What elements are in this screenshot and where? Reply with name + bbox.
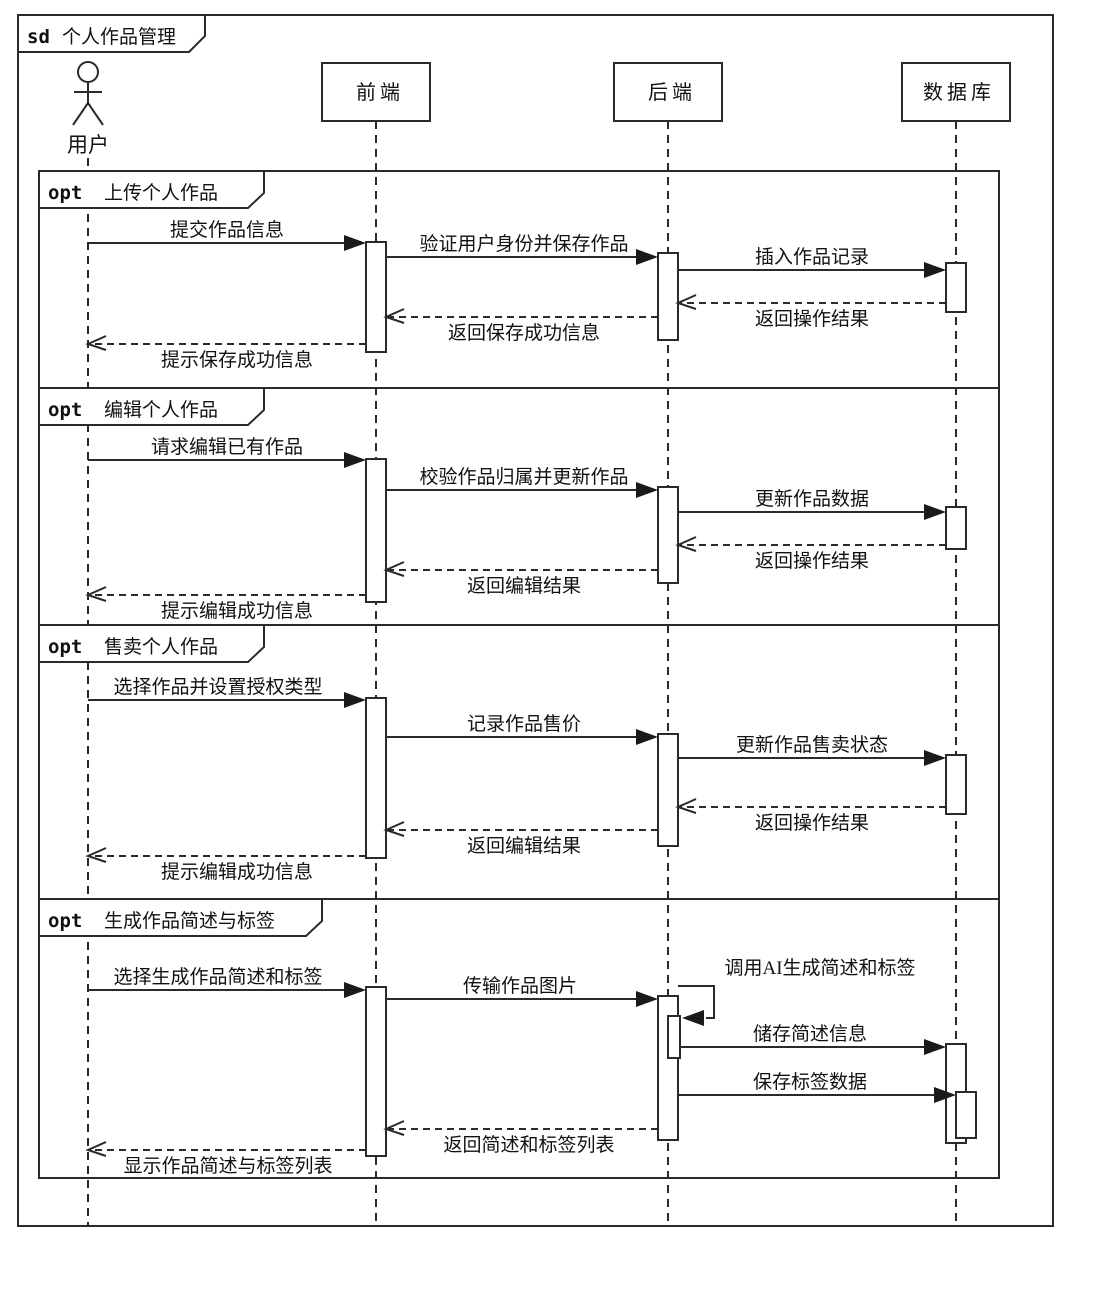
- activation-f3-backend: [657, 733, 679, 847]
- fragment-4-frame: [38, 898, 1000, 1179]
- fragment-1-title: 上传个人作品: [104, 182, 218, 204]
- participant-backend-label: 后端: [648, 81, 696, 104]
- fragment-2-operator: opt: [48, 399, 82, 421]
- open-arrowhead-icon: [675, 536, 697, 552]
- participant-frontend-box: [321, 62, 431, 122]
- open-arrowhead-icon: [85, 1141, 107, 1157]
- message-label: 插入作品记录: [755, 246, 869, 268]
- message-label: 储存简述信息: [753, 1023, 867, 1045]
- arrowhead-icon: [636, 482, 658, 498]
- open-arrowhead-icon: [85, 586, 107, 602]
- message-label: 更新作品售卖状态: [736, 734, 888, 756]
- fragment-3-title: 售卖个人作品: [104, 636, 218, 658]
- participant-database-label: 数据库: [923, 81, 995, 104]
- participant-user-label: 用户: [67, 133, 109, 157]
- arrowhead-icon: [924, 1039, 946, 1055]
- participant-backend-box: [613, 62, 723, 122]
- message-label: 记录作品售价: [467, 713, 581, 735]
- activation-f1-database: [945, 262, 967, 313]
- message-label: 传输作品图片: [463, 975, 577, 997]
- message-label: 返回编辑结果: [467, 575, 581, 597]
- fragment-2-label-tab: [38, 387, 265, 426]
- arrowhead-icon: [682, 1010, 704, 1026]
- activation-f2-backend: [657, 486, 679, 584]
- message-label: 返回编辑结果: [467, 835, 581, 857]
- fragment-3-frame: [38, 624, 1000, 900]
- fragment-3-label-tab: [38, 624, 265, 663]
- activation-f4-database-2: [955, 1091, 977, 1139]
- message-label: 验证用户身份并保存作品: [419, 233, 628, 255]
- actor-leg-right: [87, 102, 104, 126]
- diagram-title: 个人作品管理: [62, 26, 176, 48]
- arrowhead-icon: [344, 452, 366, 468]
- arrowhead-icon: [636, 249, 658, 265]
- message-label: 提示编辑成功信息: [161, 861, 313, 883]
- message-label: 校验作品归属并更新作品: [419, 466, 628, 488]
- message-label: 选择作品并设置授权类型: [113, 676, 322, 698]
- fragment-4-title: 生成作品简述与标签: [104, 910, 275, 932]
- message-label: 调用AI生成简述和标签: [724, 957, 915, 979]
- activation-f1-frontend: [365, 241, 387, 353]
- actor-head: [77, 61, 99, 83]
- participant-frontend-label: 前端: [356, 81, 404, 104]
- arrowhead-icon: [344, 982, 366, 998]
- message-label: 返回保存成功信息: [448, 322, 600, 344]
- open-arrowhead-icon: [675, 294, 697, 310]
- fragment-2-title: 编辑个人作品: [104, 399, 218, 421]
- fragment-3-operator: opt: [48, 636, 82, 658]
- activation-f4-backend-nested: [667, 1015, 681, 1059]
- message-label: 选择生成作品简述和标签: [113, 966, 322, 988]
- activation-f1-backend: [657, 252, 679, 341]
- fragment-4-label-tab: [38, 898, 323, 937]
- message-label: 返回简述和标签列表: [443, 1134, 614, 1156]
- open-arrowhead-icon: [85, 335, 107, 351]
- message-label: 显示作品简述与标签列表: [123, 1155, 332, 1177]
- arrowhead-icon: [344, 692, 366, 708]
- message-label: 保存标签数据: [753, 1071, 867, 1093]
- diagram-keyword: sd: [27, 26, 50, 48]
- activation-f3-frontend: [365, 697, 387, 859]
- arrowhead-icon: [344, 235, 366, 251]
- message-label: 提示编辑成功信息: [161, 600, 313, 622]
- message-label: 请求编辑已有作品: [151, 436, 303, 458]
- self-message-loop: [678, 985, 715, 1019]
- diagram-title-tab: [17, 14, 206, 53]
- arrowhead-icon: [636, 991, 658, 1007]
- arrowhead-icon: [924, 262, 946, 278]
- activation-f2-database: [945, 506, 967, 550]
- arrowhead-icon: [934, 1087, 956, 1103]
- arrowhead-icon: [924, 750, 946, 766]
- activation-f3-database: [945, 754, 967, 815]
- actor-leg-left: [72, 102, 89, 126]
- message-label: 提交作品信息: [170, 219, 284, 241]
- activation-f2-frontend: [365, 458, 387, 603]
- open-arrowhead-icon: [675, 798, 697, 814]
- message-label: 提示保存成功信息: [161, 349, 313, 371]
- activation-f4-frontend: [365, 986, 387, 1157]
- message-label: 更新作品数据: [755, 488, 869, 510]
- message-label: 返回操作结果: [755, 812, 869, 834]
- message-label: 返回操作结果: [755, 550, 869, 572]
- participant-database-box: [901, 62, 1011, 122]
- open-arrowhead-icon: [383, 821, 405, 837]
- fragment-1-label-tab: [38, 170, 265, 209]
- fragment-1-operator: opt: [48, 182, 82, 204]
- open-arrowhead-icon: [383, 561, 405, 577]
- arrowhead-icon: [924, 504, 946, 520]
- actor-user-figure: [72, 61, 104, 126]
- open-arrowhead-icon: [383, 308, 405, 324]
- message-label: 返回操作结果: [755, 308, 869, 330]
- diagram-frame: [17, 14, 1054, 1227]
- open-arrowhead-icon: [85, 847, 107, 863]
- arrowhead-icon: [636, 729, 658, 745]
- open-arrowhead-icon: [383, 1120, 405, 1136]
- fragment-4-operator: opt: [48, 910, 82, 932]
